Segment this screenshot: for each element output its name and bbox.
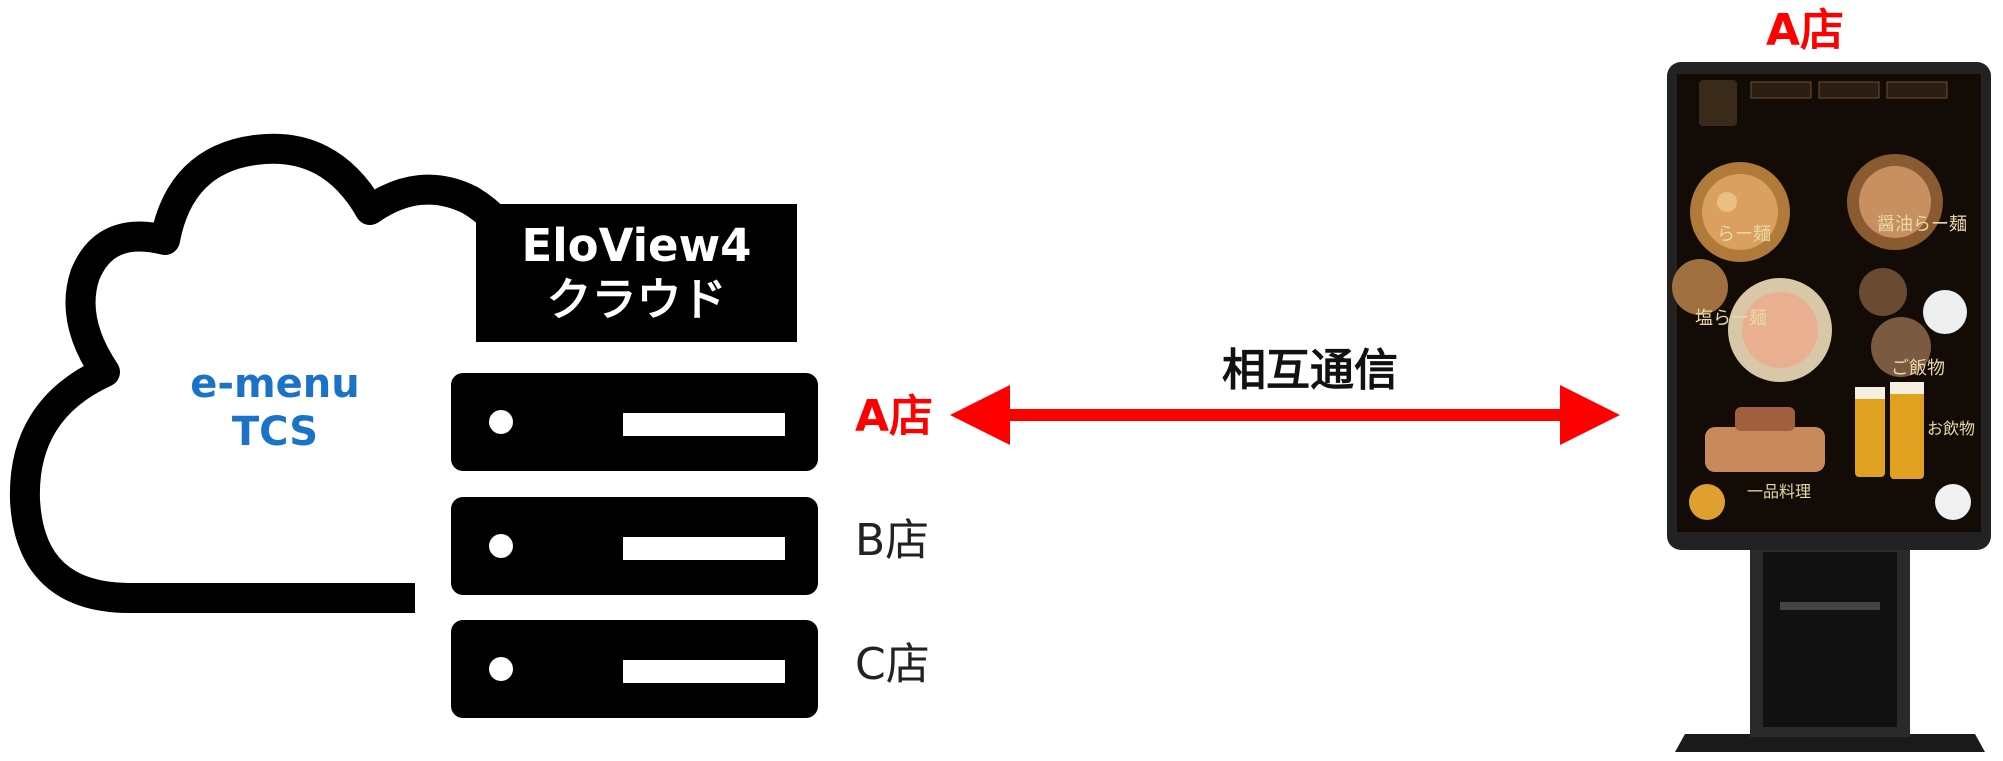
menu-text-2: 醤油らー麺 [1877,214,1967,235]
logo-icon [1699,80,1737,126]
call-button-icon [1935,484,1971,520]
server-led-icon [489,410,513,434]
server-slot-icon [623,537,785,560]
server-slot-icon [623,413,785,436]
menu-text-6: 一品料理 [1747,482,1811,501]
connection-label: 相互通信 [1222,345,1398,396]
store-label-b: B店 [855,515,930,566]
store-label-a: A店 [855,391,934,442]
beer-icon [1855,392,1885,477]
server-a [451,373,818,471]
menu-text-5: お飲物 [1927,419,1975,438]
language-button-icon [1689,484,1725,520]
server-led-icon [489,534,513,558]
server-slot-icon [623,660,785,683]
cloud-label-line1: e-menu [190,361,360,407]
cloud-label: e-menu TCS [155,360,395,456]
kiosk-device: らー麺 醤油らー麺 塩らー麺 ご飯物 お飲物 一品料理 [1667,62,1991,752]
eloview-title: EloView4 [521,219,752,272]
server-led-icon [489,657,513,681]
kiosk-base [1675,734,1985,752]
kiosk-store-label: A店 [1766,5,1845,56]
eloview-subtitle: クラウド [546,273,727,326]
cloud-icon [9,133,540,613]
store-label-c: C店 [855,639,930,690]
eloview-cloud-box: EloView4 クラウド [476,204,797,342]
cloud-label-line2: TCS [231,409,319,455]
server-c [451,620,818,718]
menu-text-1: らー麺 [1717,224,1771,245]
server-b [451,497,818,595]
menu-text-3: 塩らー麺 [1695,308,1767,329]
menu-text-4: ご飯物 [1891,358,1945,379]
dish-icon [1705,427,1825,472]
bidirectional-arrow-icon [950,385,1620,445]
